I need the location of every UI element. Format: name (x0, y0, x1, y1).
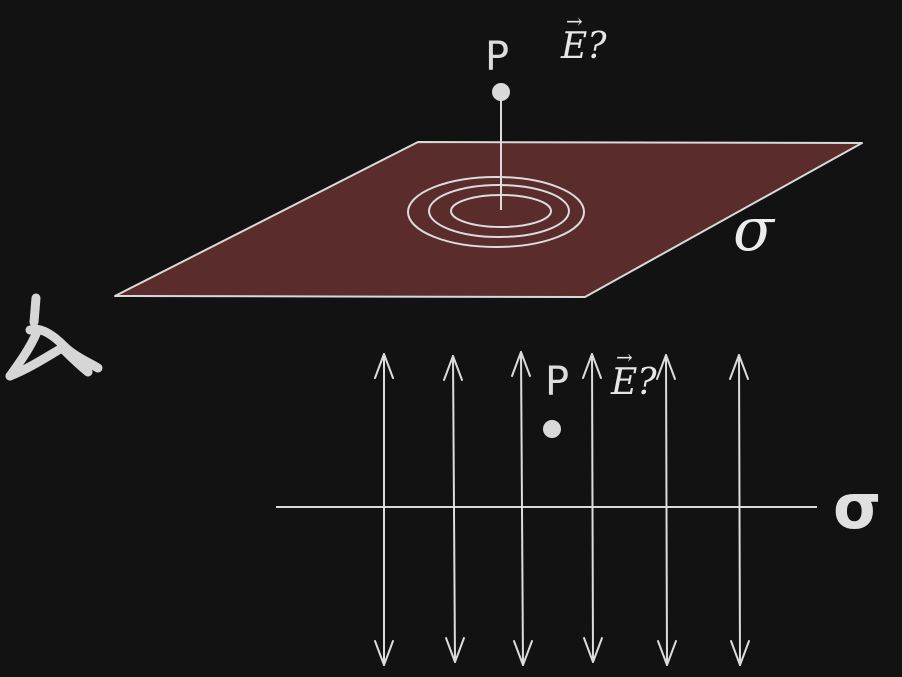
bottom-diagram: P E? → σ (276, 345, 881, 666)
field-lines (374, 351, 750, 666)
field-vector-arrow-bottom: → (616, 345, 633, 369)
field-e-label-bottom: E? (610, 362, 657, 403)
stick-figure-observer-icon (5, 293, 103, 381)
field-line-2 (443, 355, 465, 663)
point-p-label: P (485, 34, 509, 80)
charged-plane (114, 141, 863, 298)
point-p-bottom (543, 420, 561, 438)
field-line-3 (511, 351, 533, 666)
field-line-1 (374, 353, 394, 666)
top-diagram: P E? → σ (114, 9, 863, 298)
field-line-5 (656, 354, 677, 666)
field-line-4 (582, 353, 603, 663)
sigma-label-bottom: σ (833, 470, 881, 543)
field-e-label: E? (560, 26, 607, 67)
point-p (492, 83, 510, 101)
point-p-label-bottom: P (545, 359, 569, 405)
field-line-6 (729, 354, 750, 666)
field-vector-arrow: → (566, 9, 583, 33)
sigma-label-top: σ (733, 195, 776, 265)
